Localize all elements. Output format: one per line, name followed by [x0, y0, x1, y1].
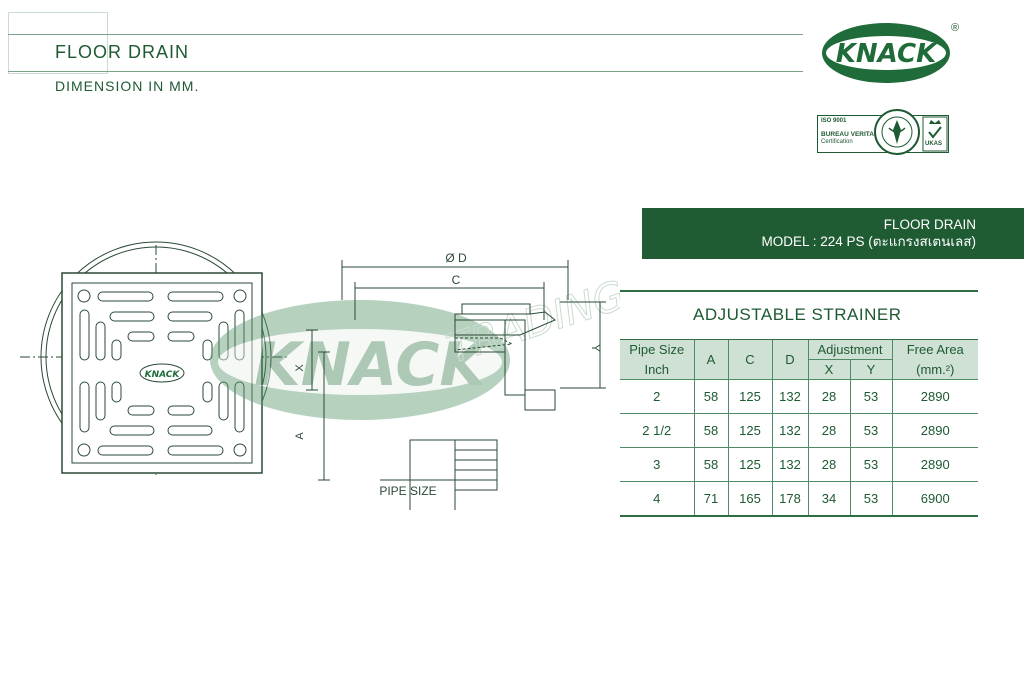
banner-model: MODEL : 224 PS (ตะแกรงสเตนเลส) [761, 234, 977, 249]
cert-line-3: Certification [821, 139, 853, 145]
registered-mark: ® [951, 22, 960, 34]
cell-x: 34 [807, 481, 850, 515]
cell-a: 58 [693, 447, 728, 482]
header-x: X [807, 359, 850, 380]
ukas-label: UKAS [925, 141, 943, 147]
spec-table: Pipe Size A C D Adjustment Free Area Inc… [620, 340, 978, 515]
cell-y: 53 [849, 413, 892, 448]
grate-brand-text: KNACK [145, 370, 181, 380]
table-header-row-2: Inch X Y (mm.²) [620, 359, 978, 380]
header-inch: Inch [620, 359, 694, 380]
cert-line-1: ISO 9001 [821, 118, 847, 124]
caption-rule [620, 290, 978, 292]
knack-logo: KNACK [820, 22, 952, 84]
cell-pipe: 4 [620, 481, 694, 515]
banner-product: FLOOR DRAIN [883, 217, 976, 232]
seal-icon [874, 109, 920, 155]
cell-d: 132 [771, 379, 808, 414]
dimension-d-label: Ø D [445, 251, 467, 265]
cell-c: 125 [727, 447, 772, 482]
header-pipe-size: Pipe Size [620, 340, 694, 360]
header-d: D [771, 340, 808, 380]
page-title: FLOOR DRAIN [55, 42, 190, 62]
table-row: 2 58 125 132 28 53 2890 [620, 379, 978, 414]
table-row: 4 71 165 178 34 53 6900 [620, 481, 978, 515]
header-unit: (mm.²) [891, 359, 978, 380]
cell-pipe: 3 [620, 447, 694, 482]
model-banner: FLOOR DRAIN MODEL : 224 PS (ตะแกรงสเตนเล… [642, 208, 1024, 259]
cell-d: 178 [771, 481, 808, 515]
technical-drawing: KNACK KNACK TRADING [0, 240, 631, 510]
cell-y: 53 [849, 447, 892, 482]
dimension-y-label: Y [589, 344, 601, 352]
cell-area: 2890 [891, 447, 978, 482]
watermark: KNACK [210, 300, 510, 420]
cell-a: 58 [693, 413, 728, 448]
ukas-crown-icon [922, 116, 948, 152]
page-subtitle: DIMENSION IN MM. [55, 78, 200, 94]
cell-c: 125 [727, 413, 772, 448]
dimension-x-label: X [294, 364, 306, 372]
header-a: A [693, 340, 728, 380]
logo-brand-text: KNACK [836, 39, 938, 69]
table-bottom-rule [620, 515, 978, 517]
cert-line-2: BUREAU VERITAS [821, 131, 879, 138]
cell-x: 28 [807, 447, 850, 482]
cell-a: 58 [693, 379, 728, 414]
header-rule-top [8, 34, 803, 35]
header-adjustment: Adjustment [807, 340, 892, 360]
table-row: 2 1/2 58 125 132 28 53 2890 [620, 413, 978, 448]
cell-c: 165 [727, 481, 772, 515]
header-free-area: Free Area [891, 340, 978, 360]
cell-area: 6900 [891, 481, 978, 515]
dimension-c-label: C [452, 273, 461, 287]
cell-x: 28 [807, 379, 850, 414]
floor-drain-drawing: KNACK KNACK TRADING [20, 241, 631, 510]
cell-area: 2890 [891, 379, 978, 414]
drain-side-view [306, 260, 606, 510]
grate-top-view [20, 241, 290, 475]
header-y: Y [849, 359, 892, 380]
cell-area: 2890 [891, 413, 978, 448]
cell-y: 53 [849, 481, 892, 515]
header-rule-bottom [8, 71, 803, 72]
cell-a: 71 [693, 481, 728, 515]
cell-d: 132 [771, 447, 808, 482]
cell-pipe: 2 [620, 379, 694, 414]
pipe-size-label: PIPE SIZE [379, 484, 436, 498]
corner-frame [8, 12, 108, 74]
cell-x: 28 [807, 413, 850, 448]
cell-c: 125 [727, 379, 772, 414]
table-header-row-1: Pipe Size A C D Adjustment Free Area [620, 340, 978, 380]
header-c: C [727, 340, 772, 380]
cell-y: 53 [849, 379, 892, 414]
ukas-badge [922, 116, 948, 152]
knack-logo-graphic: KNACK [822, 23, 950, 83]
cell-pipe: 2 1/2 [620, 413, 694, 448]
watermark-brand: KNACK [254, 330, 490, 400]
dimension-a-label: A [294, 432, 306, 440]
table-caption: ADJUSTABLE STRAINER [693, 305, 902, 324]
bureau-veritas-seal [873, 108, 921, 156]
cell-d: 132 [771, 413, 808, 448]
table-row: 3 58 125 132 28 53 2890 [620, 447, 978, 482]
